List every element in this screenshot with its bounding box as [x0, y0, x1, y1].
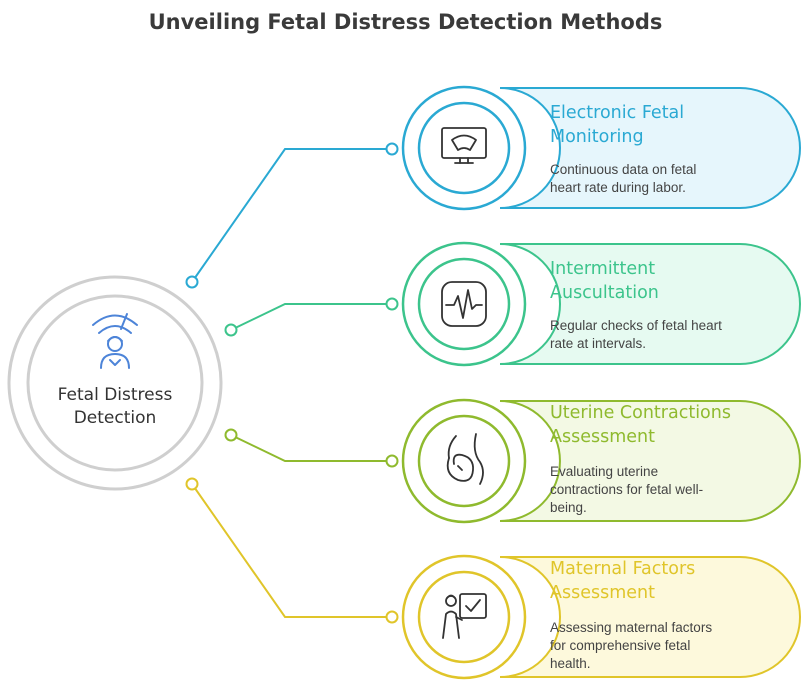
connector-end-dot [385, 297, 399, 311]
method-card-uterine-contractions [224, 398, 801, 524]
method-desc-line1: Continuous data on fetal [550, 162, 697, 177]
method-title-line1: Maternal Factors [550, 559, 696, 579]
method-title-line2: Assessment [550, 427, 655, 447]
doctor-scan-icon [92, 313, 138, 369]
connector-start-dot [185, 477, 199, 491]
method-title-electronic-monitoring: Electronic Fetal Monitoring [550, 101, 800, 149]
page-title: Unveiling Fetal Distress Detection Metho… [148, 10, 663, 34]
connector-line [230, 434, 392, 462]
method-desc-line2: for comprehensive fetal [550, 638, 691, 653]
method-desc-line3: health. [550, 656, 591, 671]
method-title-line1: Uterine Contractions [550, 403, 731, 423]
pregnant-belly-icon [446, 433, 484, 485]
method-title-line1: Electronic Fetal [550, 103, 685, 123]
method-desc-intermittent-auscultation: Regular checks of fetal heart rate at in… [550, 317, 750, 353]
method-desc-line3: being. [550, 500, 587, 515]
method-desc-electronic-monitoring: Continuous data on fetal heart rate duri… [550, 161, 750, 197]
center-node [7, 275, 223, 491]
method-desc-line2: contractions for fetal well- [550, 482, 704, 497]
method-desc-line1: Assessing maternal factors [550, 620, 713, 635]
method-desc-line2: heart rate during labor. [550, 180, 686, 195]
method-desc-line2: rate at intervals. [550, 336, 647, 351]
heartbeat-icon [441, 281, 487, 327]
monitor-icon [441, 127, 487, 164]
method-title-line2: Monitoring [550, 127, 644, 147]
connector-end-dot [385, 610, 399, 624]
card-body [499, 243, 801, 365]
method-title-line1: Intermittent [550, 259, 656, 279]
card-body [499, 87, 801, 209]
center-label-line1: Fetal Distress [57, 385, 173, 405]
connector-end-dot [385, 142, 399, 156]
method-title-intermittent-auscultation: Intermittent Auscultation [550, 257, 800, 305]
card-body [499, 400, 801, 522]
method-desc-line1: Regular checks of fetal heart [550, 318, 722, 333]
connector-start-dot [224, 428, 238, 442]
method-card-electronic-monitoring [185, 85, 801, 289]
method-desc-line1: Evaluating uterine [550, 464, 659, 479]
icon-ring-inner [417, 257, 511, 351]
icon-ring-inner [417, 414, 511, 508]
center-label-line2: Detection [73, 408, 157, 428]
connector-line [191, 483, 392, 618]
method-desc-maternal-factors: Assessing maternal factors for comprehen… [550, 619, 750, 673]
connector-line [191, 148, 392, 283]
method-title-line2: Assessment [550, 583, 655, 603]
connector-start-dot [224, 323, 238, 337]
connector-start-dot [185, 275, 199, 289]
checklist-person-icon [442, 593, 487, 639]
card-body [499, 556, 801, 678]
method-title-uterine-contractions: Uterine Contractions Assessment [550, 401, 800, 449]
method-card-intermittent-auscultation [224, 241, 801, 367]
center-label: Fetal Distress Detection [30, 384, 200, 430]
method-desc-uterine-contractions: Evaluating uterine contractions for feta… [550, 463, 750, 517]
connector-end-dot [385, 454, 399, 468]
method-title-line2: Auscultation [550, 283, 659, 303]
method-title-maternal-factors: Maternal Factors Assessment [550, 557, 800, 605]
center-inner-ring [26, 294, 204, 472]
icon-ring-inner [417, 570, 511, 664]
connector-line [230, 303, 392, 331]
method-card-maternal-factors [185, 477, 801, 680]
